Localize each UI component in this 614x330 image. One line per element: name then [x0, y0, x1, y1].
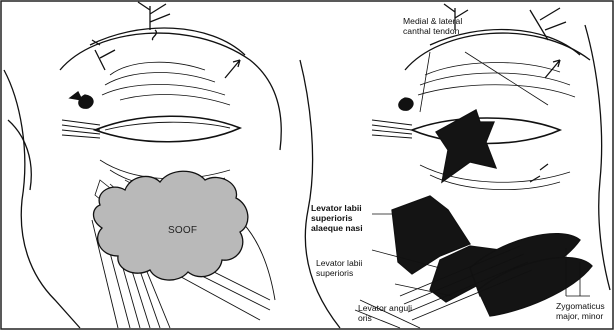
label-canthal-line1: Medial & lateral: [403, 16, 462, 26]
soof-label: SOOF: [168, 225, 197, 236]
label-lla-line3: alaeque nasi: [311, 223, 363, 233]
label-canthal-tendon: Medial & lateral canthal tendon: [403, 16, 462, 36]
label-lev-labii-alaeque: Levator labii superioris alaeque nasi: [311, 203, 363, 233]
label-lev-labii-sup: Levator labii superioris: [316, 258, 362, 278]
medial-canthus-mark-right: [399, 98, 413, 110]
label-zyg-line2: major, minor: [556, 311, 605, 321]
label-lao-line1: Levator anguli: [358, 303, 412, 313]
label-zyg-line1: Zygomaticus: [556, 301, 605, 311]
label-canthal-line2: canthal tendon: [403, 26, 462, 36]
label-lev-anguli: Levator anguli oris: [358, 303, 412, 323]
label-lao-line2: oris: [358, 313, 412, 323]
label-lls-line2: superioris: [316, 268, 362, 278]
label-lla-line1: Levator labii: [311, 203, 363, 213]
label-lls-line1: Levator labii: [316, 258, 362, 268]
label-lla-line2: superioris: [311, 213, 363, 223]
label-zygomaticus: Zygomaticus major, minor: [556, 301, 605, 321]
